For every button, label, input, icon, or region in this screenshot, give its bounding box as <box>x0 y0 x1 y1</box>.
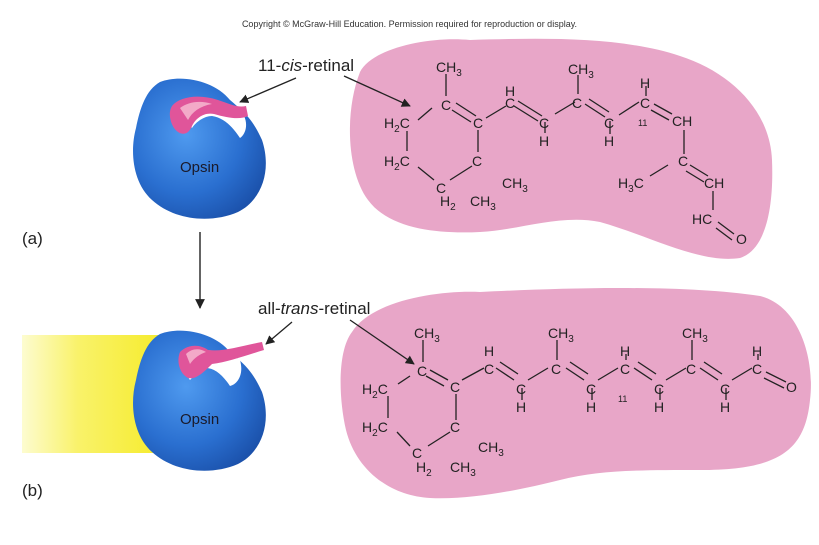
atom-h2: H2 <box>416 459 432 479</box>
atom-c: C <box>484 361 494 377</box>
callout-arrow-a-protein <box>239 77 297 103</box>
atom-c: C <box>417 363 427 379</box>
atom-ch: CH <box>672 113 692 129</box>
atom-h: H <box>752 343 762 359</box>
atom-h: H <box>620 343 630 359</box>
atom-c: C <box>686 361 696 377</box>
callout-prefix: 11- <box>258 56 282 75</box>
atom-ch: CH <box>704 175 724 191</box>
atom-c: C <box>720 381 730 397</box>
panel-label-b: (b) <box>22 481 43 500</box>
atom-c: C <box>436 180 446 196</box>
atom-ch3: CH3 <box>414 325 440 345</box>
bonds-11-cis <box>406 74 735 241</box>
atom-c: C <box>472 153 482 169</box>
callout-italic: cis <box>281 56 303 75</box>
opsin-label-a: Opsin <box>180 159 219 176</box>
atom-c: C <box>450 419 460 435</box>
atom-ch3: CH3 <box>548 325 574 345</box>
atom-o: O <box>786 379 797 395</box>
carbon-11-label: 11 <box>618 394 627 404</box>
atom-h2c: H2C <box>362 381 388 401</box>
atom-ch3: CH3 <box>436 59 462 79</box>
atom-hc: HC <box>692 211 712 227</box>
atom-h: H <box>484 343 494 359</box>
atoms-11-cis: CH3 C H2C C H2C C CH3 C H2 CH3 H C C H C… <box>384 59 747 247</box>
atom-ch3: CH3 <box>450 459 476 479</box>
callout-11-cis-retinal: 11-cis-retinal <box>258 56 354 76</box>
callout-arrow-b-protein <box>265 321 293 345</box>
atom-c: C <box>620 361 630 377</box>
atom-h: H <box>654 399 664 415</box>
callout-suffix: -retinal <box>302 56 355 75</box>
carbon-11-label: 11 <box>638 118 647 128</box>
atom-h: H <box>516 399 526 415</box>
callout-arrow-b-structure <box>349 319 415 365</box>
atom-h: H <box>539 133 549 149</box>
opsin-protein-a <box>133 78 266 219</box>
copyright-notice: Copyright © McGraw-Hill Education. Permi… <box>241 19 578 29</box>
atom-ch3: CH3 <box>682 325 708 345</box>
atom-h2: H2 <box>440 193 456 213</box>
atom-ch3: CH3 <box>470 193 496 213</box>
atom-o: O <box>736 231 747 247</box>
atom-ch3: CH3 <box>502 175 528 195</box>
atom-c: C <box>473 115 483 131</box>
panel-label-a: (a) <box>22 229 43 248</box>
atom-h2c: H2C <box>362 419 388 439</box>
atom-h3c: H3C <box>618 175 644 195</box>
atom-c: C <box>551 361 561 377</box>
opsin-protein-b <box>133 330 266 471</box>
atom-c: C <box>505 95 515 111</box>
callout-italic: trans <box>280 299 319 318</box>
atom-h: H <box>505 83 515 99</box>
atom-c: C <box>516 381 526 397</box>
atoms-all-trans: CH3 C H2C C H2C C CH3 C H2 CH3 H C C H C… <box>362 325 797 479</box>
atom-c: C <box>539 115 549 131</box>
structure-bubble-b <box>340 288 811 499</box>
atom-c: C <box>678 153 688 169</box>
callout-all-trans-retinal: all-trans-retinal <box>258 299 370 319</box>
atom-ch3: CH3 <box>478 439 504 459</box>
atom-c: C <box>450 379 460 395</box>
bonds-all-trans <box>387 340 787 447</box>
atom-h2c: H2C <box>384 115 410 135</box>
atom-h: H <box>720 399 730 415</box>
atom-c: C <box>412 445 422 461</box>
atom-c: C <box>604 115 614 131</box>
atom-c: C <box>640 95 650 111</box>
opsin-label-b: Opsin <box>180 411 219 428</box>
atom-h: H <box>586 399 596 415</box>
structure-bubble-a <box>349 38 773 259</box>
atom-h: H <box>640 75 650 91</box>
atom-c: C <box>752 361 762 377</box>
atom-h: H <box>604 133 614 149</box>
atom-h2c: H2C <box>384 153 410 173</box>
atom-c: C <box>654 381 664 397</box>
atom-ch3: CH3 <box>568 61 594 81</box>
atom-c: C <box>572 95 582 111</box>
callout-arrow-a-structure <box>343 75 411 107</box>
callout-suffix: -retinal <box>318 299 371 318</box>
atom-c: C <box>441 97 451 113</box>
callout-prefix: all- <box>258 299 281 318</box>
atom-c: C <box>586 381 596 397</box>
